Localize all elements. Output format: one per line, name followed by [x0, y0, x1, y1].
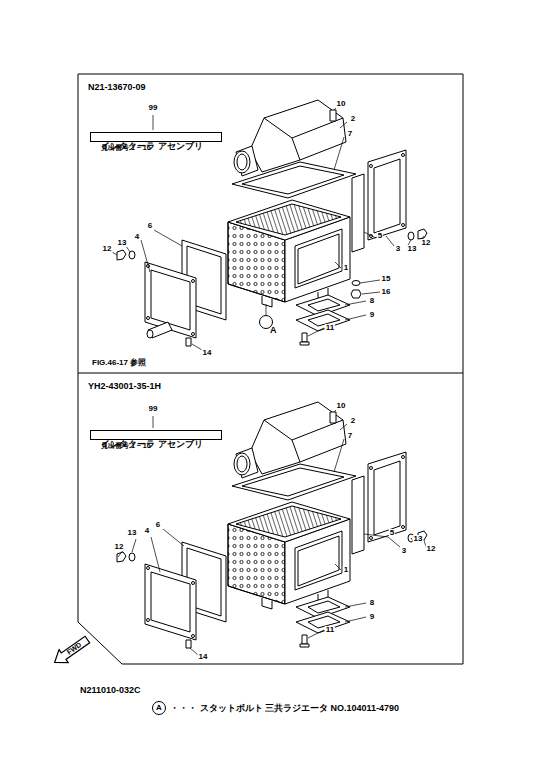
callout-number: 8	[369, 297, 375, 305]
callout-number: 8	[369, 599, 375, 607]
panel: インタクーラ アセンブリ見出番号 1 ~ 16 A N21-13670-09	[78, 74, 463, 373]
note-text: FIG.46-17 参照	[91, 359, 147, 367]
assembly-box: インタクーラ アセンブリ見出番号 1 ~ 16	[90, 132, 222, 142]
node-text: 見出番号 1 ~ 16	[101, 143, 151, 153]
reference-circle: A	[152, 701, 166, 715]
node-heading: YH2-43001-35-1H	[88, 381, 161, 391]
callout-number: 9	[369, 613, 375, 621]
node-text: 見出番号 1 ~ 16	[101, 441, 151, 451]
node-heading: N21-13670-09	[88, 82, 146, 92]
callout-number: 4	[134, 233, 140, 241]
callout-number: 99	[148, 104, 159, 112]
callout-number: 12	[426, 545, 437, 553]
forward-arrow: FWD	[49, 632, 94, 671]
callout-number: 5	[389, 529, 395, 537]
callout-number: 7	[347, 130, 353, 138]
callout-number: 3	[395, 245, 401, 253]
node-heading: A	[153, 702, 165, 714]
node-heading: FWD	[49, 632, 94, 671]
note-text: N211010-032C	[79, 686, 142, 695]
callout-number: 7	[347, 432, 353, 440]
reference-circle: A	[259, 315, 273, 329]
callout-number: 3	[401, 547, 407, 555]
callout-number: 11	[325, 324, 335, 332]
callout-number: 6	[147, 222, 153, 230]
callout-number: 14	[202, 349, 213, 357]
note-text: ・・・ スタットボルト 三共ラジエータ NO.104011-4790	[169, 704, 400, 713]
node-heading: A	[270, 324, 277, 336]
callout-number: 99	[148, 405, 159, 413]
callout-number: 15	[381, 275, 392, 283]
callout-number: 11	[325, 626, 335, 634]
callout-number: 1	[343, 566, 349, 574]
callout-number: 10	[336, 402, 347, 410]
callout-number: 13	[413, 535, 424, 543]
callout-number: 13	[117, 239, 128, 247]
assembly-box: インタクーラ アセンブリ見出番号 1 ~ 16	[90, 430, 222, 440]
callout-number: 14	[198, 653, 209, 661]
callout-number: 13	[407, 245, 418, 253]
callout-number: 16	[381, 288, 392, 296]
callout-number: 2	[350, 417, 356, 425]
callout-number: 10	[336, 100, 347, 108]
callout-number: 13	[127, 529, 138, 537]
callout-number: 12	[421, 239, 432, 247]
callout-number: 1	[343, 264, 349, 272]
callout-number: 12	[102, 245, 113, 253]
callout-number: 12	[114, 543, 125, 551]
callout-number: 5	[377, 232, 383, 240]
callout-number: 6	[155, 521, 161, 529]
callout-number: 2	[350, 115, 356, 123]
panel: インタクーラ アセンブリ見出番号 1 ~ 16 YH2-43001-35-1H	[78, 373, 463, 664]
callout-number: 9	[369, 311, 375, 319]
callout-number: 4	[144, 527, 150, 535]
